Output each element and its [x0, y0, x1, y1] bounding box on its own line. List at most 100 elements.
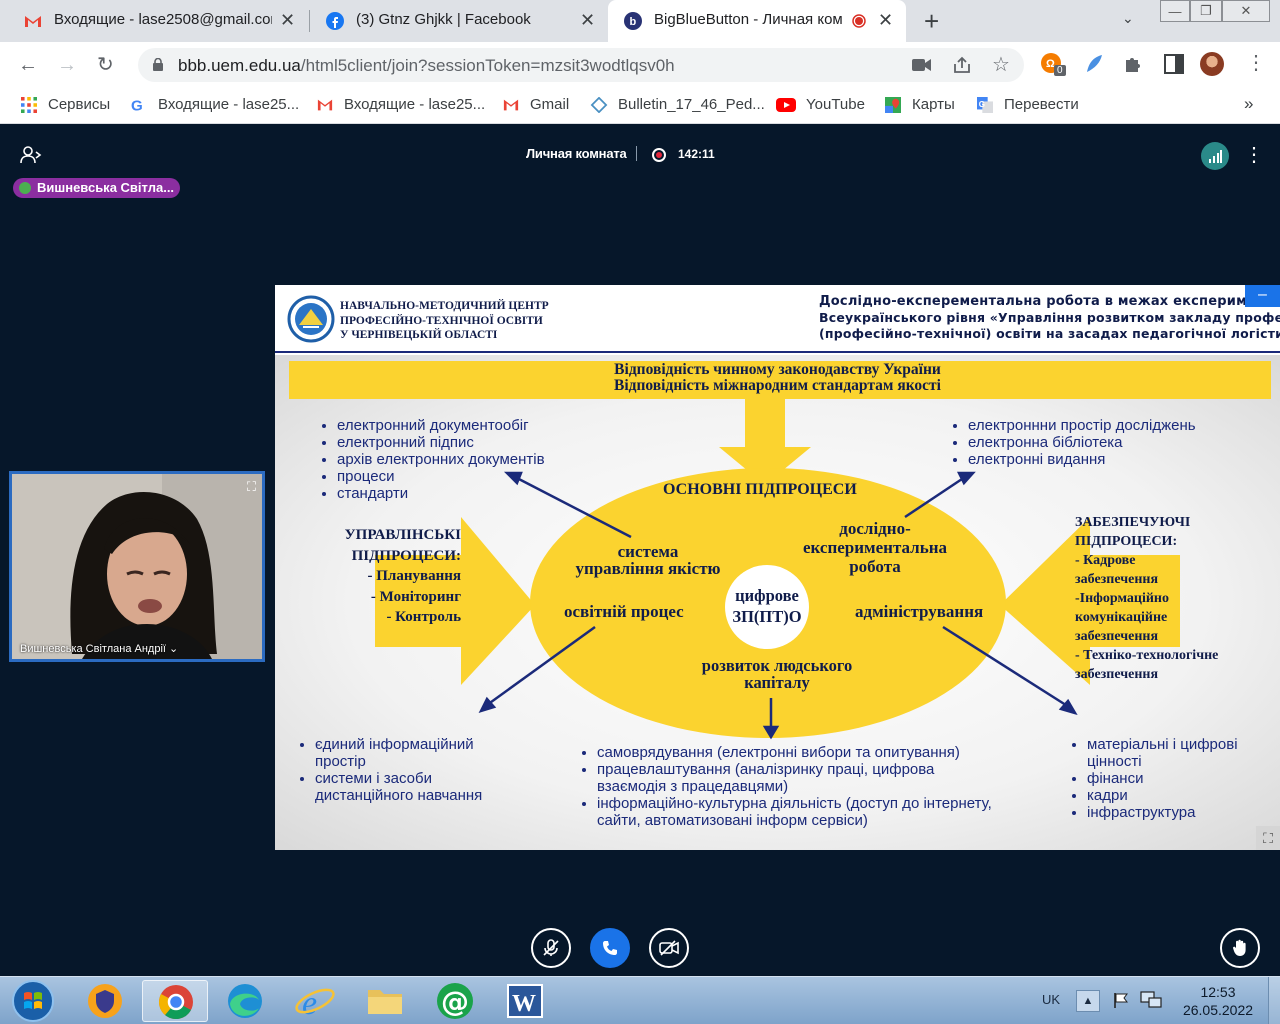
list-item: електроннни простір досліджень: [968, 417, 1196, 434]
label-line: ПІДПРОЦЕСИ:: [351, 547, 461, 564]
standards-banner-text: Відповідність чинному законодавству Укра…: [275, 362, 1280, 394]
extension-badge-icon[interactable]: Ω 0: [1040, 52, 1066, 76]
clock-date: 26.05.2022: [1182, 1002, 1254, 1018]
banner-line: Відповідність міжнародним стандартам яко…: [614, 377, 941, 394]
tab-gmail-inbox[interactable]: Входящие - lase2508@gmail.com ✕: [0, 0, 308, 42]
bookmark-label: Карты: [912, 96, 955, 113]
bookmark-google-inbox[interactable]: G Входящие - lase25...: [130, 96, 299, 113]
list-item: процеси: [337, 468, 545, 485]
taskbar-word-app[interactable]: W: [492, 980, 558, 1022]
label-line: експериментальна: [802, 538, 947, 557]
user-list-toggle-icon[interactable]: [20, 146, 42, 164]
svg-text:G: G: [979, 99, 985, 108]
forward-arrow-icon[interactable]: →: [57, 54, 77, 76]
svg-text:e: e: [302, 985, 317, 1022]
back-arrow-icon[interactable]: ←: [18, 54, 38, 76]
bottom-center-bullet-list: самоврядування (електронні вибори та опи…: [583, 744, 995, 829]
tab-search-chevron-icon[interactable]: ⌄: [1122, 10, 1134, 26]
webcam-person-image: [12, 474, 262, 659]
taskbar-edge-app[interactable]: [212, 980, 278, 1022]
share-webcam-button[interactable]: [649, 928, 689, 968]
list-item: працевлаштування (аналізринку праці, циф…: [597, 761, 995, 795]
raise-hand-button[interactable]: [1220, 928, 1260, 968]
taskbar-vpn-app[interactable]: [72, 980, 138, 1022]
minimize-window-icon[interactable]: —: [1160, 0, 1190, 22]
svg-text:@: @: [441, 985, 469, 1018]
at-sign-icon: @: [437, 983, 473, 1019]
feather-extension-icon[interactable]: [1082, 52, 1106, 76]
bookmark-translate[interactable]: G Перевести: [976, 96, 1079, 113]
list-item: електронні видання: [968, 451, 1196, 468]
taskbar-chrome-app[interactable]: [142, 980, 208, 1022]
banner-line: Відповідність чинному законодавству Укра…: [614, 361, 941, 378]
extensions-puzzle-icon[interactable]: [1122, 52, 1146, 76]
lock-icon[interactable]: [152, 58, 164, 71]
tab-close-icon[interactable]: ✕: [580, 10, 596, 30]
bookmarks-bar: Сервисы G Входящие - lase25... Входящие …: [0, 88, 1280, 124]
talking-indicator[interactable]: Вишневська Світла...: [13, 178, 180, 198]
bookmark-gmail[interactable]: Gmail: [502, 96, 569, 113]
microphone-icon: [19, 182, 31, 194]
tab-bigbluebutton[interactable]: b BigBlueButton - Личная ком ✕: [608, 0, 906, 42]
bookmark-label: Gmail: [530, 96, 570, 113]
leave-audio-button[interactable]: [590, 928, 630, 968]
windows-start-icon[interactable]: [10, 979, 56, 1023]
input-language-indicator[interactable]: UK: [1042, 992, 1061, 1007]
new-tab-icon[interactable]: +: [924, 6, 940, 36]
browser-menu-icon[interactable]: ⋮: [1246, 52, 1266, 74]
bookmark-maps[interactable]: Карты: [884, 96, 955, 113]
side-panel-icon[interactable]: [1162, 52, 1186, 76]
bookmark-youtube[interactable]: YouTube: [776, 96, 865, 113]
label-line: управління якістю: [575, 559, 721, 578]
tab-close-icon[interactable]: ✕: [878, 10, 894, 30]
more-bookmarks-icon[interactable]: »: [1244, 94, 1254, 113]
reload-icon[interactable]: ↻: [97, 54, 114, 76]
organization-logo: [287, 295, 335, 343]
list-item: кадри: [1087, 787, 1248, 804]
url-host: bbb.uem.edu.ua: [178, 56, 301, 75]
bookmark-star-icon[interactable]: ☆: [992, 54, 1010, 76]
mute-microphone-button[interactable]: [531, 928, 571, 968]
options-menu-icon[interactable]: ⋮: [1244, 144, 1264, 166]
bookmark-gmail-inbox[interactable]: Входящие - lase25...: [316, 96, 485, 113]
camera-permission-icon[interactable]: [912, 58, 932, 72]
profile-avatar[interactable]: [1200, 52, 1224, 76]
restore-window-icon[interactable]: ❐: [1190, 0, 1222, 22]
presentation-slide[interactable]: НАВЧАЛЬНО-МЕТОДИЧНИЙ ЦЕНТР ПРОФЕСІЙНО-ТЕ…: [275, 285, 1280, 850]
show-hidden-icons-button[interactable]: ▲: [1076, 990, 1100, 1012]
url-text[interactable]: bbb.uem.edu.ua/html5client/join?sessionT…: [178, 56, 675, 76]
google-icon: G: [131, 97, 143, 113]
taskbar-internet-explorer-app[interactable]: e: [282, 980, 348, 1022]
bookmark-services[interactable]: Сервисы: [20, 96, 110, 113]
org-line: У ЧЕРНІВЕЦЬКІЙ ОБЛАСТІ: [340, 329, 498, 341]
system-clock[interactable]: 12:53 26.05.2022: [1180, 983, 1256, 1019]
translate-icon: G: [977, 96, 993, 113]
bottom-left-bullet-list: єдиний інформаційний простір системи і з…: [301, 736, 501, 804]
webcam-video[interactable]: ⛶ Вишневська Світлана Андрії ⌄: [9, 471, 265, 662]
connection-status-button[interactable]: [1201, 142, 1229, 170]
list-item: інфраструктура: [1087, 804, 1248, 821]
action-center-flag-icon[interactable]: [1112, 991, 1130, 1009]
show-desktop-button[interactable]: [1268, 977, 1280, 1024]
tab-close-icon[interactable]: ✕: [280, 10, 296, 30]
address-bar[interactable]: bbb.uem.edu.ua/html5client/join?sessionT…: [138, 48, 1024, 82]
tab-facebook[interactable]: (3) Gtnz Ghjkk | Facebook ✕: [302, 0, 608, 42]
share-icon[interactable]: [952, 56, 972, 74]
fullscreen-webcam-icon[interactable]: ⛶: [246, 479, 256, 494]
label-line: -Інформаційно: [1075, 591, 1169, 606]
label-line: - Техніко-технологічне: [1075, 648, 1219, 663]
bookmark-bulletin[interactable]: Bulletin_17_46_Ped...: [590, 96, 765, 113]
list-item: системи і засоби дистанційного навчання: [315, 770, 501, 804]
gmail-icon: [317, 99, 333, 110]
taskbar-file-explorer-app[interactable]: [352, 980, 418, 1022]
webcam-user-name[interactable]: Вишневська Світлана Андрії ⌄: [20, 642, 178, 655]
recording-indicator-icon[interactable]: [652, 148, 666, 162]
network-icon[interactable]: [1140, 990, 1162, 1010]
taskbar-messenger-app[interactable]: @: [422, 980, 488, 1022]
top-left-bullet-list: електронний документообіг електронний пі…: [323, 417, 545, 502]
fullscreen-presentation-icon[interactable]: ⛶: [1256, 826, 1280, 850]
research-work-label: дослідно- експериментальна робота: [789, 519, 961, 576]
minimize-presentation-button[interactable]: –: [1245, 285, 1280, 307]
extension-badge-count: 0: [1054, 65, 1066, 76]
close-window-icon[interactable]: ✕: [1222, 0, 1270, 22]
